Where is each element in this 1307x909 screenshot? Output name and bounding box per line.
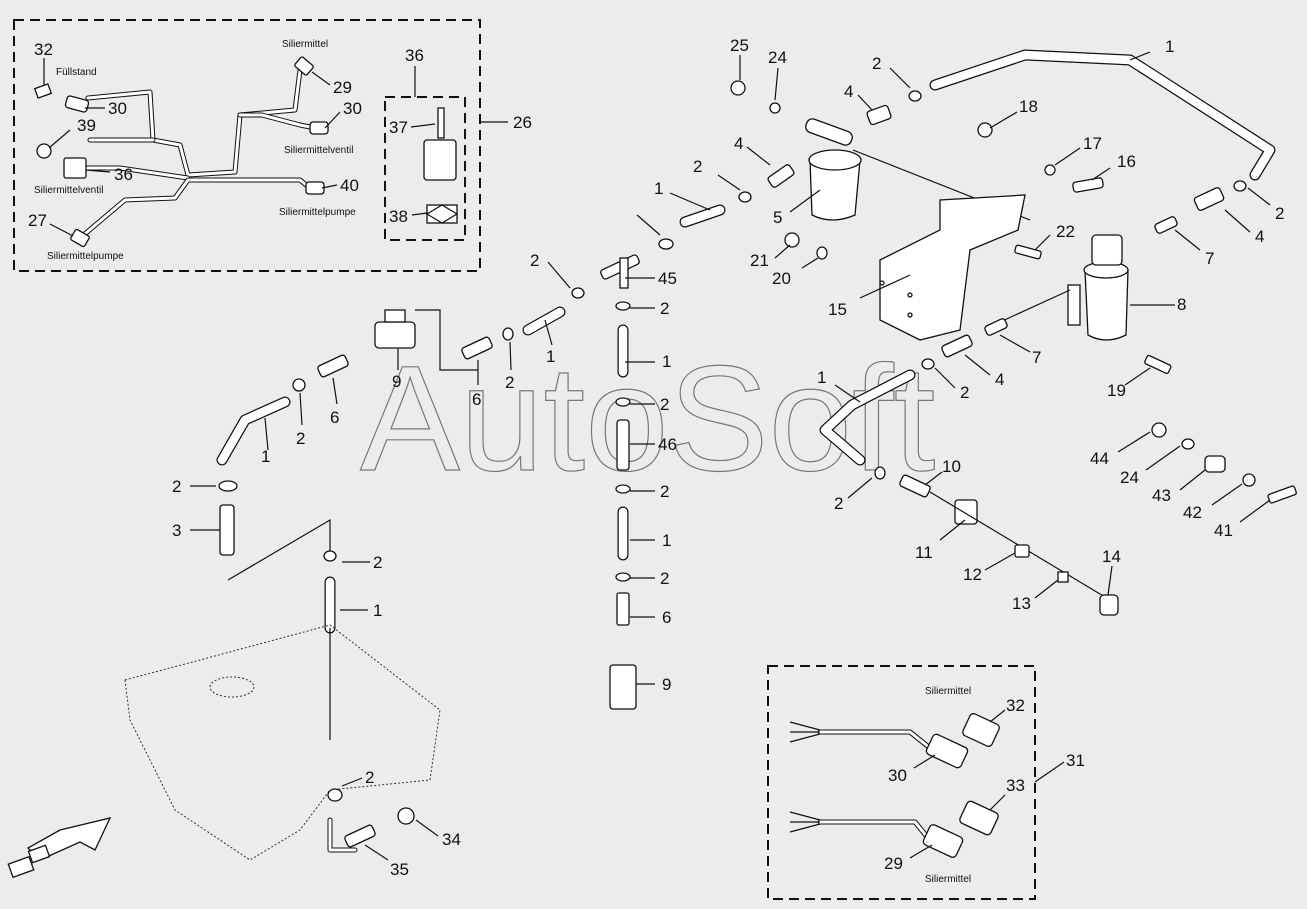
callout-14: 14	[1102, 547, 1121, 566]
callout-2: 2	[1275, 204, 1284, 223]
sub-inset-frame	[384, 96, 466, 241]
callout-7: 7	[1205, 249, 1214, 268]
callout-41: 41	[1214, 521, 1233, 540]
callout-5: 5	[773, 208, 782, 227]
callout-36: 36	[405, 46, 424, 65]
callout-38: 38	[389, 207, 408, 226]
callout-2: 2	[505, 373, 514, 392]
label-siliermittel-top: Siliermittel	[925, 686, 971, 697]
callout-2: 2	[834, 494, 843, 513]
callout-40: 40	[340, 176, 359, 195]
callout-42: 42	[1183, 503, 1202, 522]
label-siliermittelventil: Siliermittelventil	[284, 145, 353, 156]
callout-10: 10	[942, 457, 961, 476]
callout-4: 4	[734, 134, 743, 153]
callout-2: 2	[693, 157, 702, 176]
watermark: AutoSoft	[360, 334, 935, 502]
label-siliermittelpumpe: Siliermittelpumpe	[47, 251, 124, 262]
callout-1: 1	[662, 352, 671, 371]
label-siliermittel-bottom: Siliermittel	[925, 874, 971, 885]
callout-1: 1	[261, 447, 270, 466]
callout-2: 2	[960, 383, 969, 402]
callout-22: 22	[1056, 222, 1075, 241]
callout-29: 29	[333, 78, 352, 97]
callout-4: 4	[1255, 227, 1264, 246]
callout-30: 30	[108, 99, 127, 118]
callout-36: 36	[114, 165, 133, 184]
callout-20: 20	[772, 269, 791, 288]
main-assembly: 1 25 24 2 4 4 5 18 17 16 2 2 1 22 21 20 …	[7, 36, 1297, 879]
callout-26: 26	[513, 113, 532, 132]
callout-1: 1	[654, 179, 663, 198]
callout-37: 37	[389, 118, 408, 137]
callout-29: 29	[884, 854, 903, 873]
callout-12: 12	[963, 565, 982, 584]
inset-wiring-harness: 32 Füllstand 30 39 36 Siliermittelventil…	[13, 19, 532, 272]
callout-34: 34	[442, 830, 461, 849]
callout-9: 9	[662, 675, 671, 694]
inset-frame	[13, 19, 481, 272]
callout-9: 9	[392, 372, 401, 391]
callout-32: 32	[1006, 696, 1025, 715]
callout-33: 33	[1006, 776, 1025, 795]
inset-frame	[767, 665, 1036, 900]
callout-15: 15	[828, 300, 847, 319]
callout-18: 18	[1019, 97, 1038, 116]
callout-30: 30	[343, 99, 362, 118]
label-siliermittelventil: Siliermittelventil	[34, 185, 103, 196]
callout-39: 39	[77, 116, 96, 135]
callout-35: 35	[390, 860, 409, 879]
callout-19: 19	[1107, 381, 1126, 400]
callout-3: 3	[172, 521, 181, 540]
label-fuellstand: Füllstand	[56, 67, 97, 78]
callout-25: 25	[730, 36, 749, 55]
callout-6: 6	[330, 408, 339, 427]
callout-2: 2	[365, 768, 374, 787]
callout-1: 1	[1165, 37, 1174, 56]
callout-6: 6	[662, 608, 671, 627]
callout-6: 6	[472, 390, 481, 409]
callout-1: 1	[546, 347, 555, 366]
callout-16: 16	[1117, 152, 1136, 171]
callout-2: 2	[373, 553, 382, 572]
inset-connectors: Siliermittel 32 30 33 29 Siliermittel 31	[767, 665, 1085, 900]
callout-17: 17	[1083, 134, 1102, 153]
callout-32: 32	[34, 40, 53, 59]
callout-7: 7	[1032, 348, 1041, 367]
callout-13: 13	[1012, 594, 1031, 613]
callout-11: 11	[915, 543, 933, 562]
callout-24: 24	[1120, 468, 1139, 487]
callout-44: 44	[1090, 449, 1109, 468]
callout-2: 2	[660, 299, 669, 318]
callout-31: 31	[1066, 751, 1085, 770]
callout-2: 2	[660, 569, 669, 588]
callout-46: 46	[658, 435, 677, 454]
callout-4: 4	[995, 370, 1004, 389]
callout-4: 4	[844, 82, 853, 101]
callout-2: 2	[872, 54, 881, 73]
callout-2: 2	[296, 429, 305, 448]
callout-45: 45	[658, 269, 677, 288]
callout-2: 2	[530, 251, 539, 270]
callout-2: 2	[172, 477, 181, 496]
callout-1: 1	[373, 601, 382, 620]
callout-30: 30	[888, 766, 907, 785]
callout-21: 21	[750, 251, 769, 270]
label-siliermittelpumpe: Siliermittelpumpe	[279, 207, 356, 218]
callout-1: 1	[817, 368, 826, 387]
callout-8: 8	[1177, 295, 1186, 314]
label-siliermittel: Siliermittel	[282, 39, 328, 50]
callout-27: 27	[28, 211, 47, 230]
callout-2: 2	[660, 482, 669, 501]
callout-1: 1	[662, 531, 671, 550]
callout-2: 2	[660, 395, 669, 414]
callout-43: 43	[1152, 486, 1171, 505]
callout-24: 24	[768, 48, 787, 67]
